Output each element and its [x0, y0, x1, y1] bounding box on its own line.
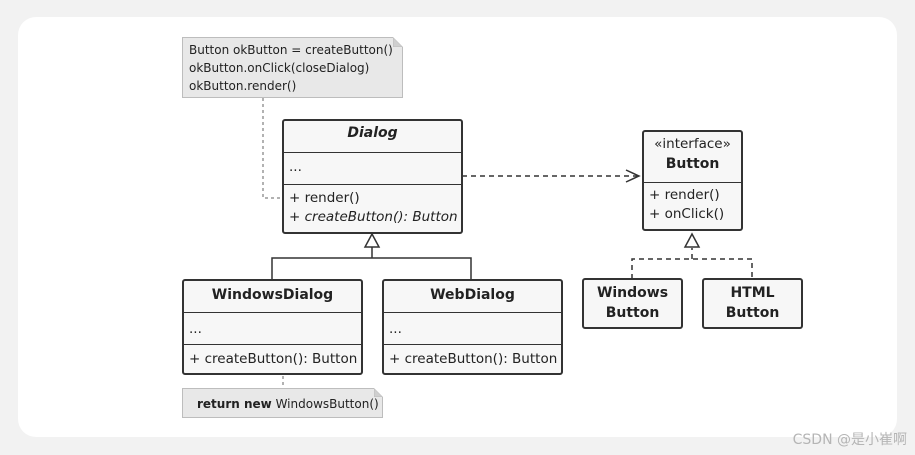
- class-html-button: HTML Button: [702, 278, 803, 329]
- method-create-button: + createButton(): Button: [289, 209, 458, 225]
- note-client-code: Button okButton = createButton() okButto…: [182, 37, 403, 98]
- class-name-line2: Button: [605, 305, 660, 321]
- inheritance-arrow-dialog: [363, 232, 381, 248]
- dependency-arrowhead: [625, 169, 641, 183]
- method-create-button: + createButton(): Button: [384, 344, 561, 367]
- inheritance-lines-dialog: [271, 246, 472, 280]
- note-line: okButton.render(): [189, 79, 297, 93]
- note-factory-impl: return new WindowsButton(): [182, 388, 383, 418]
- realization-lines-button: [631, 248, 753, 279]
- interface-methods: + render() + onClick(): [644, 182, 741, 222]
- class-windows-button: Windows Button: [582, 278, 683, 329]
- watermark: CSDN @是小崔啊: [792, 432, 907, 448]
- note-connector-top: [262, 98, 282, 199]
- class-name: WebDialog: [430, 287, 515, 303]
- class-fields: ...: [284, 152, 461, 175]
- class-name: Dialog: [347, 125, 398, 141]
- note-fold-icon: [374, 388, 383, 397]
- interface-stereotype: «interface»: [654, 136, 731, 152]
- note-text: WindowsButton(): [271, 397, 379, 411]
- class-fields: ...: [184, 312, 361, 337]
- class-name-line1: HTML: [730, 285, 775, 301]
- class-name-line2: Button: [725, 305, 780, 321]
- class-name-line1: Windows: [596, 285, 669, 301]
- method-render: + render(): [649, 187, 720, 203]
- realization-arrow-button: [683, 232, 701, 248]
- note-line: okButton.onClick(closeDialog): [189, 61, 370, 75]
- class-dialog: Dialog ... + render() + createButton(): …: [282, 119, 463, 234]
- class-name: WindowsDialog: [211, 287, 334, 303]
- method-on-click: + onClick(): [649, 206, 725, 222]
- interface-button: «interface» Button + render() + onClick(…: [642, 130, 743, 231]
- method-create-button: + createButton(): Button: [184, 344, 361, 367]
- class-windows-dialog: WindowsDialog ... + createButton(): Butt…: [182, 279, 363, 375]
- note-line: Button okButton = createButton(): [189, 43, 393, 57]
- method-render: + render(): [289, 190, 360, 206]
- interface-name: Button: [665, 156, 720, 172]
- class-web-dialog: WebDialog ... + createButton(): Button: [382, 279, 563, 375]
- class-methods: + render() + createButton(): Button: [284, 184, 461, 225]
- note-keyword: return new: [197, 397, 272, 411]
- note-fold-icon: [393, 37, 403, 47]
- class-fields: ...: [384, 312, 561, 337]
